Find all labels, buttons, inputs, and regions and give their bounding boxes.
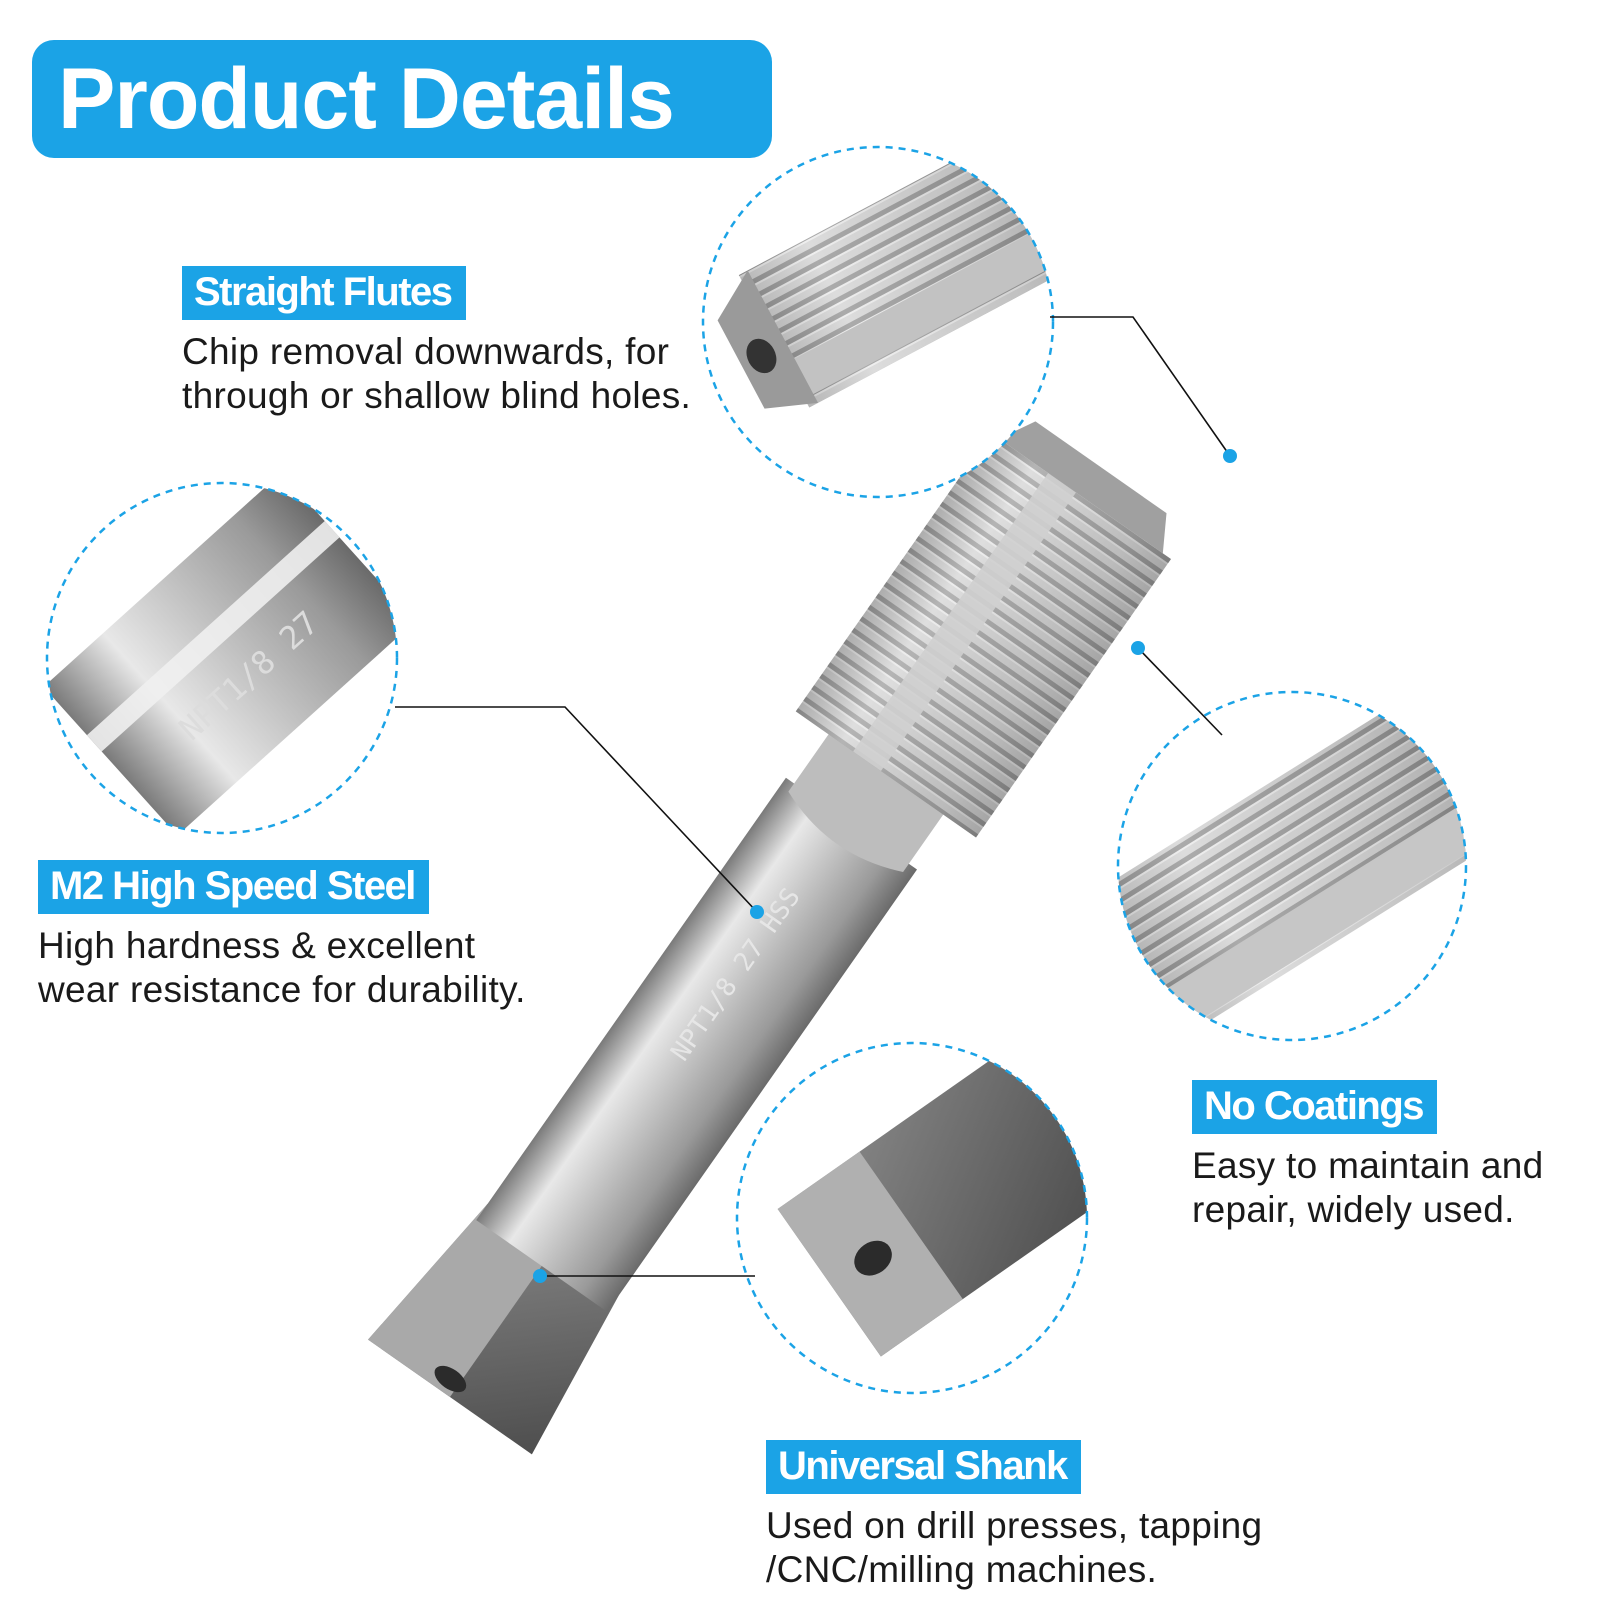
feature-label: No Coatings bbox=[1192, 1080, 1438, 1134]
callout-dot-coatings bbox=[1131, 641, 1145, 655]
page-title: Product Details bbox=[58, 51, 675, 147]
feature-m2-high-speed-steel: M2 High Speed Steel High hardness & exce… bbox=[38, 860, 526, 1012]
zoom-circle-flutes bbox=[703, 147, 1053, 497]
title-banner: Product Details bbox=[32, 40, 772, 158]
zoom-ring-left bbox=[45, 481, 399, 835]
zoom-ring-top bbox=[701, 145, 1055, 499]
zoom-ring-bottom bbox=[735, 1041, 1089, 1395]
callout-dot-steel bbox=[750, 905, 764, 919]
feature-description: High hardness & excellent wear resistanc… bbox=[38, 925, 526, 1010]
feature-description: Easy to maintain and repair, widely used… bbox=[1192, 1145, 1544, 1230]
feature-universal-shank: Universal Shank Used on drill presses, t… bbox=[766, 1440, 1262, 1592]
tap-body: NPT1/8 27 HSS bbox=[368, 421, 1172, 1455]
feature-label: Universal Shank bbox=[766, 1440, 1081, 1494]
callout-line-flutes bbox=[1050, 316, 1231, 457]
zoom-circle-steel: NPT1/8 27 bbox=[47, 483, 397, 833]
feature-label: M2 High Speed Steel bbox=[38, 860, 429, 914]
feature-straight-flutes: Straight Flutes Chip removal downwards, … bbox=[182, 266, 691, 418]
feature-no-coatings: No Coatings Easy to maintain and repair,… bbox=[1192, 1080, 1544, 1232]
feature-label: Straight Flutes bbox=[182, 266, 466, 320]
callout-dot-flutes bbox=[1223, 449, 1237, 463]
zoom-circle-shank bbox=[737, 1043, 1087, 1393]
callout-line-steel bbox=[395, 706, 758, 913]
callout-dot-shank bbox=[533, 1269, 547, 1283]
zoom-circle-threads bbox=[1118, 692, 1466, 1040]
feature-description: Used on drill presses, tapping /CNC/mill… bbox=[766, 1505, 1263, 1590]
callout-line-coatings bbox=[1137, 647, 1223, 736]
feature-description: Chip removal downwards, for through or s… bbox=[182, 331, 692, 416]
zoom-ring-right bbox=[1116, 690, 1468, 1042]
